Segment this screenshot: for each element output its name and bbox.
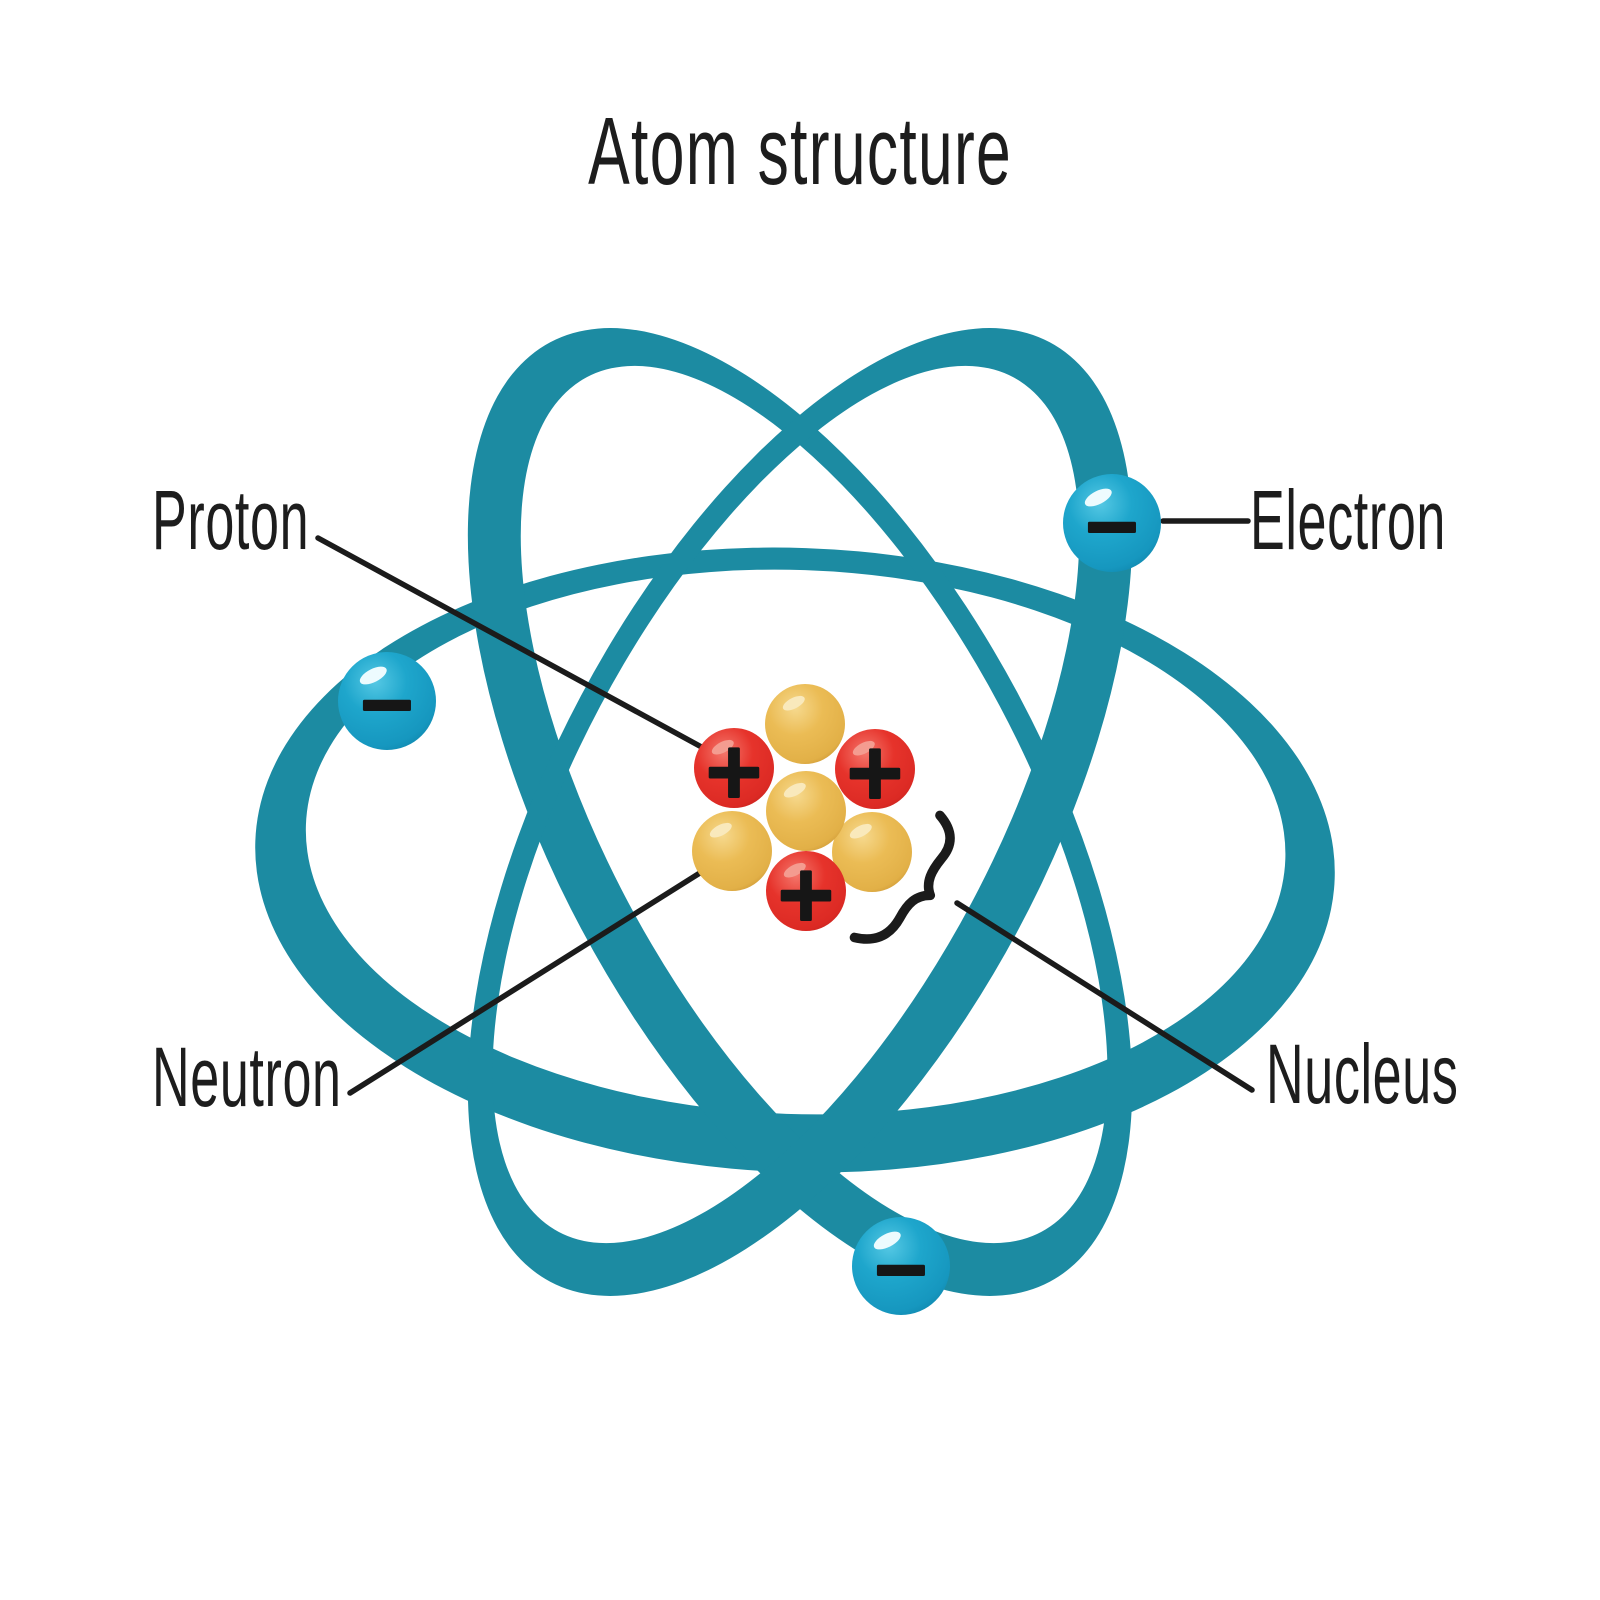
orbit-diagonal-left	[467, 328, 1133, 1296]
nucleus-line	[954, 900, 1255, 1093]
neutron-particle-highlight	[849, 823, 872, 839]
nucleus-label: Nucleus	[1266, 1027, 1459, 1121]
nucleus-brace-icon	[849, 810, 955, 944]
neutron-label: Neutron	[152, 1030, 342, 1124]
orbit-diagonal-right	[467, 328, 1133, 1296]
neutron-particle-body	[692, 811, 772, 891]
proton-particle-highlight	[852, 740, 875, 756]
electron-particle-symbol: −	[357, 661, 417, 745]
nucleus-cluster: +++	[692, 684, 915, 939]
neutron-particle-body	[765, 684, 845, 764]
neutron-particle-highlight	[709, 822, 732, 838]
neutron-particle-body	[766, 771, 846, 851]
proton-line	[315, 535, 710, 753]
electrons: − − −	[338, 474, 1161, 1315]
page-title: Atom structure	[588, 98, 1012, 205]
electron-label: Electron	[1250, 473, 1447, 567]
electron-particle-highlight	[873, 1231, 901, 1250]
electron-particle: −	[852, 1217, 950, 1315]
neutron-particle	[692, 811, 772, 891]
electron-particle: −	[338, 652, 436, 750]
orbit-rings	[255, 328, 1335, 1296]
neutron-particle	[766, 771, 846, 851]
electron-particle: −	[1063, 474, 1161, 572]
neutron-particle	[832, 812, 912, 892]
proton-particle: +	[694, 724, 774, 816]
electron-particle-highlight	[359, 666, 387, 685]
neutron-line	[347, 868, 706, 1096]
neutron-particle-highlight	[783, 782, 806, 798]
proton-particle-highlight	[711, 739, 734, 755]
proton-particle: +	[835, 725, 915, 817]
proton-label: Proton	[152, 473, 310, 567]
proton-particle: +	[766, 847, 846, 939]
electron-particle-symbol: −	[1082, 483, 1142, 567]
proton-particle-symbol: +	[702, 726, 766, 815]
electron-particle-highlight	[1084, 488, 1112, 507]
leader-lines	[315, 518, 1255, 1096]
proton-particle-highlight	[783, 862, 806, 878]
neutron-particle-highlight	[782, 695, 805, 711]
proton-particle-symbol: +	[843, 727, 907, 816]
electron-particle-symbol: −	[871, 1226, 931, 1310]
neutron-particle	[765, 684, 845, 764]
proton-particle-symbol: +	[774, 849, 838, 938]
